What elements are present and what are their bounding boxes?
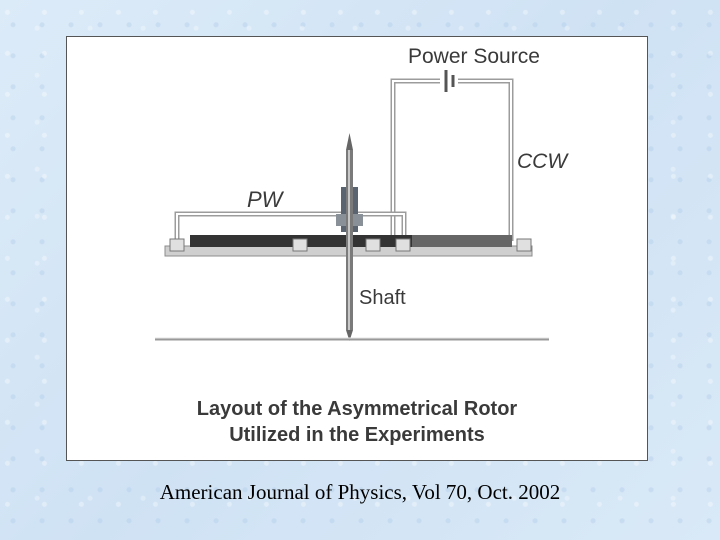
power-source-circuit — [390, 70, 514, 241]
figure-caption: Layout of the Asymmetrical Rotor Utilize… — [66, 396, 648, 448]
citation: American Journal of Physics, Vol 70, Oct… — [159, 480, 561, 504]
shaft-highlight — [348, 150, 350, 330]
pw-circuit — [174, 211, 407, 241]
battery-gap — [440, 76, 458, 88]
contact-mid-right — [365, 238, 381, 252]
contact-mid-left — [292, 238, 308, 252]
shaft — [336, 133, 363, 341]
shaft-top-tip — [346, 133, 353, 150]
ccw-wire-inner — [392, 80, 512, 241]
caption-line-2: Utilized in the Experiments — [229, 424, 485, 446]
shaft-label: Shaft — [359, 287, 406, 309]
shaft-bottom-tip — [346, 330, 353, 341]
pw-label: PW — [247, 187, 285, 212]
contact-right — [516, 238, 532, 252]
ccw-label: CCW — [517, 150, 569, 173]
ccw-plate — [412, 235, 512, 247]
caption-line-1: Layout of the Asymmetrical Rotor — [196, 398, 518, 420]
contact-pw-right — [395, 238, 411, 252]
ccw-wire-outer — [390, 78, 514, 241]
contact-left — [169, 238, 185, 252]
pw-wire-inner — [176, 213, 405, 241]
power-source-label: Power Source — [408, 45, 540, 68]
